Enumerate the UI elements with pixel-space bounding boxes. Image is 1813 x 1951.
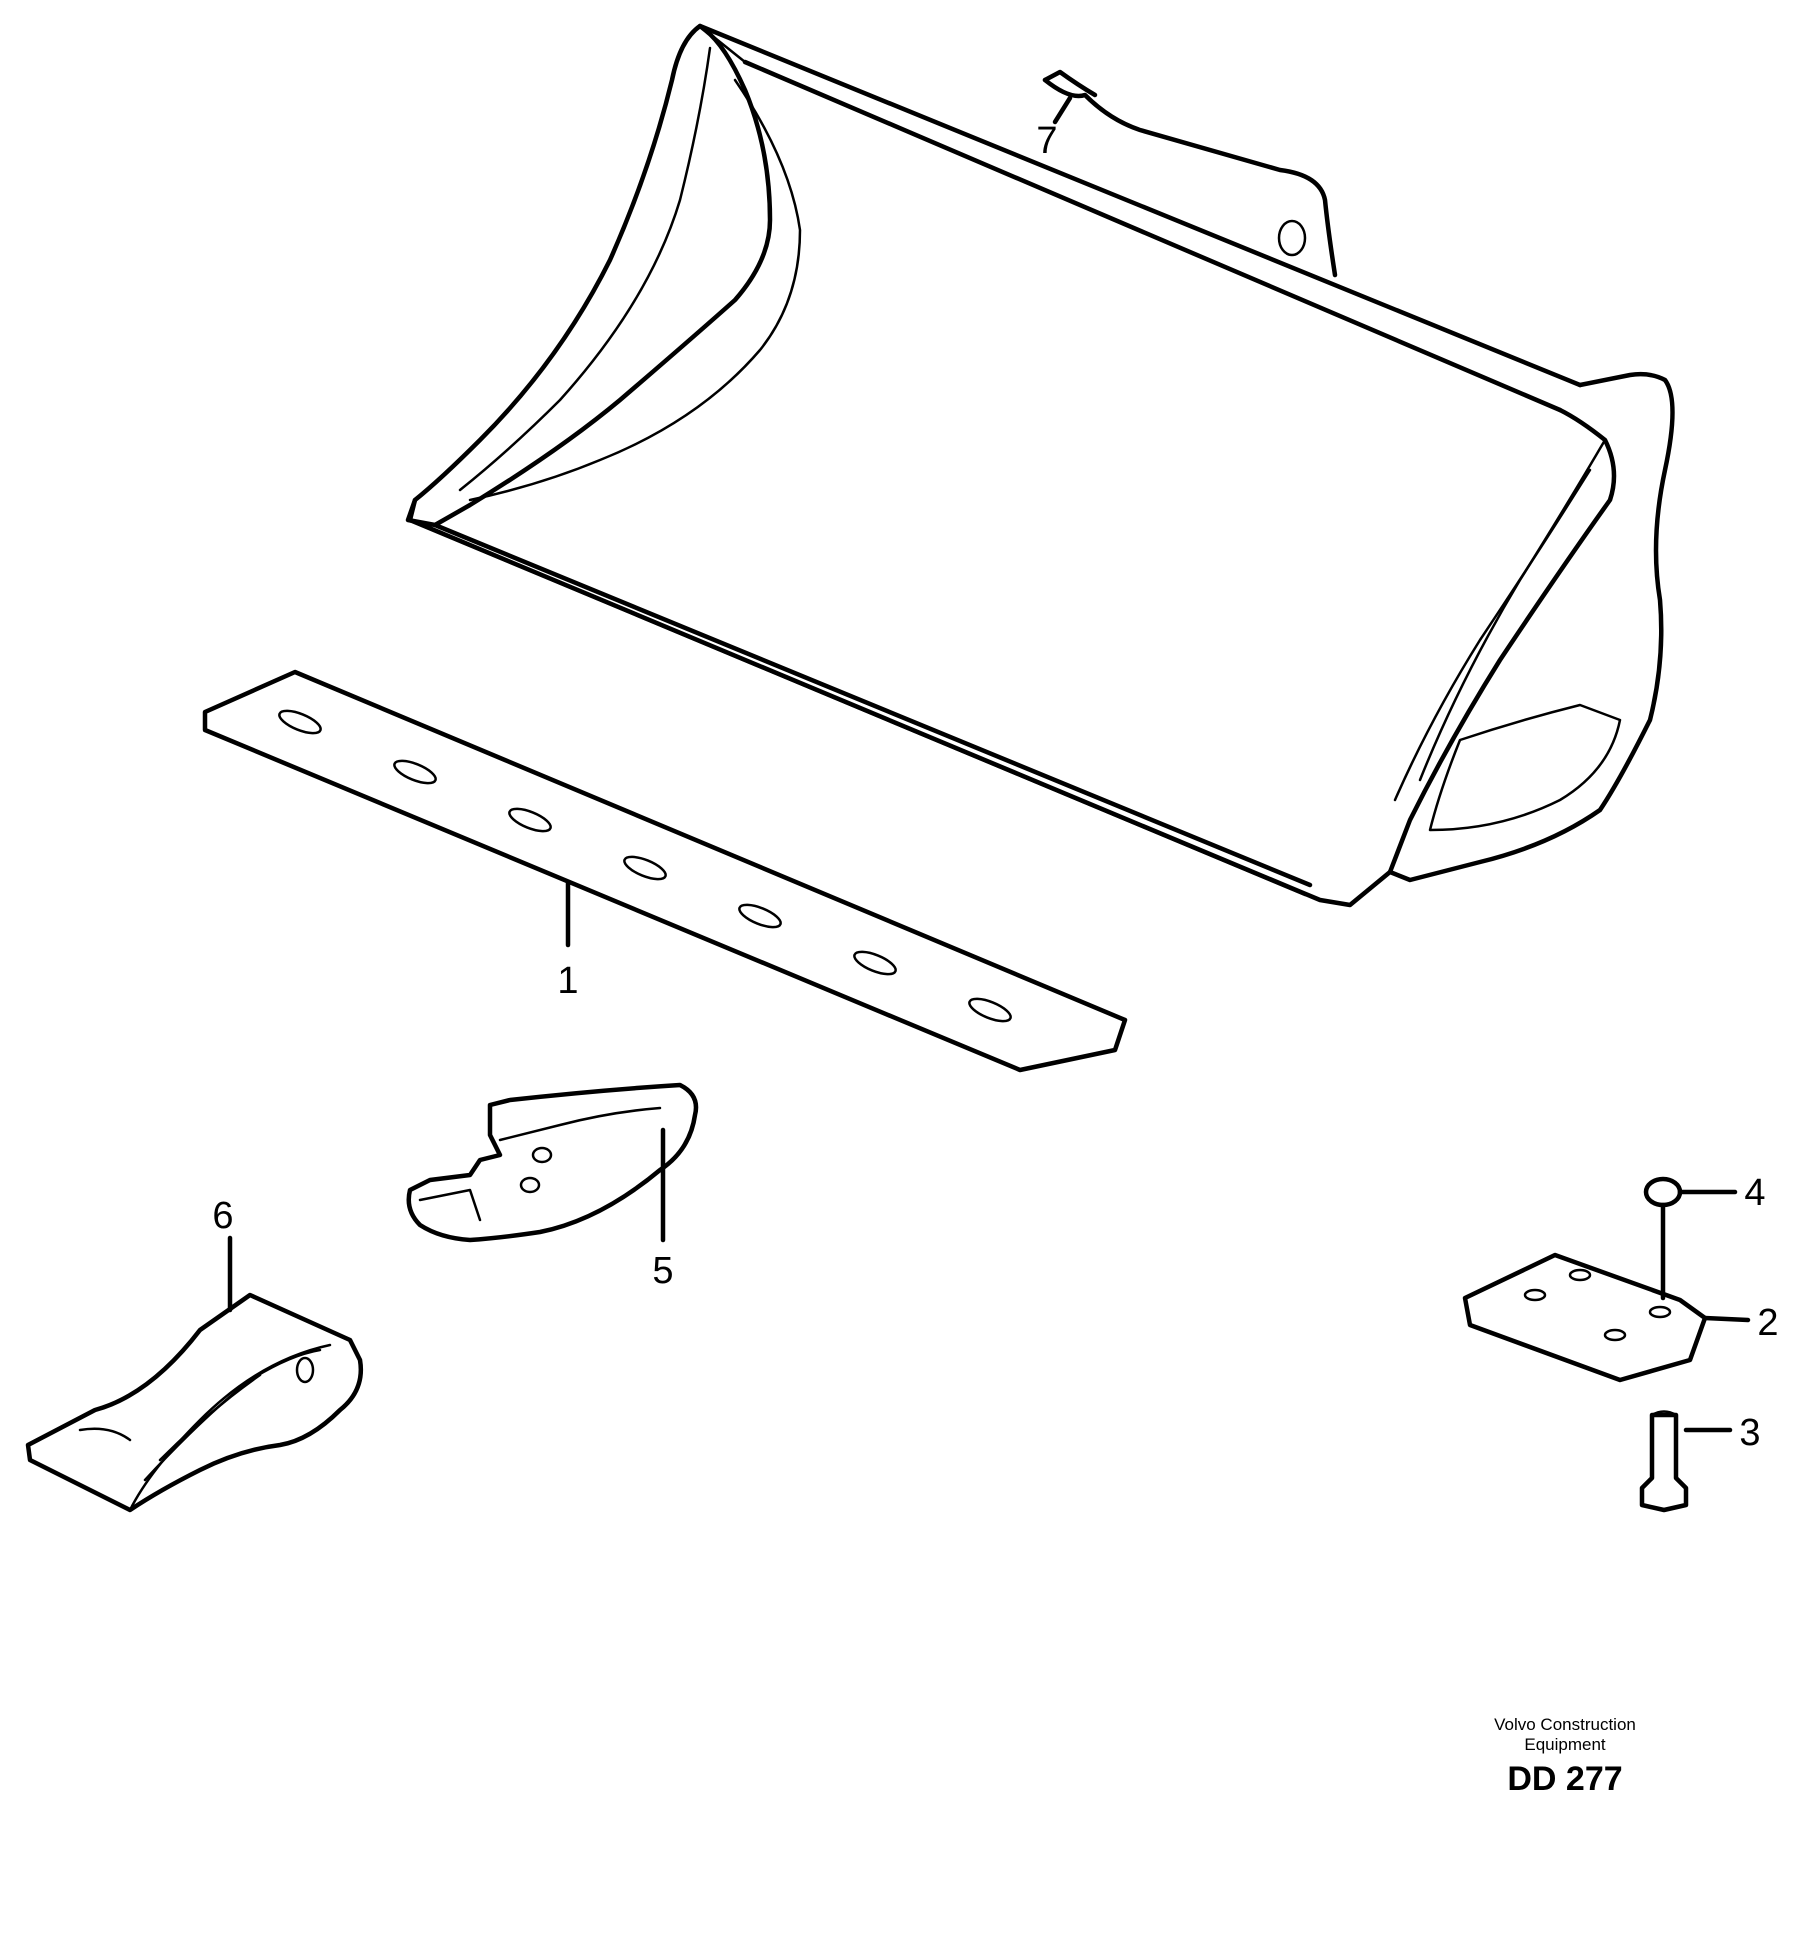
callout-3: 3	[1739, 1412, 1760, 1454]
leader-lines	[227, 95, 1751, 1433]
tooth-adapter-part	[406, 1082, 699, 1243]
callout-4: 4	[1744, 1172, 1765, 1214]
stamp-line-1: Volvo Construction	[1494, 1715, 1636, 1734]
callout-2: 2	[1757, 1302, 1778, 1344]
callout-5: 5	[652, 1250, 673, 1292]
callout-6: 6	[212, 1195, 233, 1237]
callout-1: 1	[557, 960, 578, 1002]
bucket-illustration	[405, 23, 1675, 908]
plate-part	[1462, 1252, 1708, 1383]
callout-labels: 7 1 5 6 4 2 3	[212, 120, 1778, 1454]
cutting-edge-part	[202, 669, 1128, 1073]
stamp-line-2: Equipment	[1524, 1735, 1606, 1754]
drawing-code: DD 277	[1507, 1760, 1622, 1798]
callout-7: 7	[1036, 120, 1057, 162]
nut-part	[1643, 1176, 1683, 1208]
manufacturer-stamp: Volvo Construction Equipment DD 277	[1494, 1715, 1636, 1798]
cutting-edge-bolt-holes	[278, 709, 1012, 1023]
bolt-part	[1639, 1410, 1689, 1513]
tooth-part	[25, 1292, 364, 1513]
